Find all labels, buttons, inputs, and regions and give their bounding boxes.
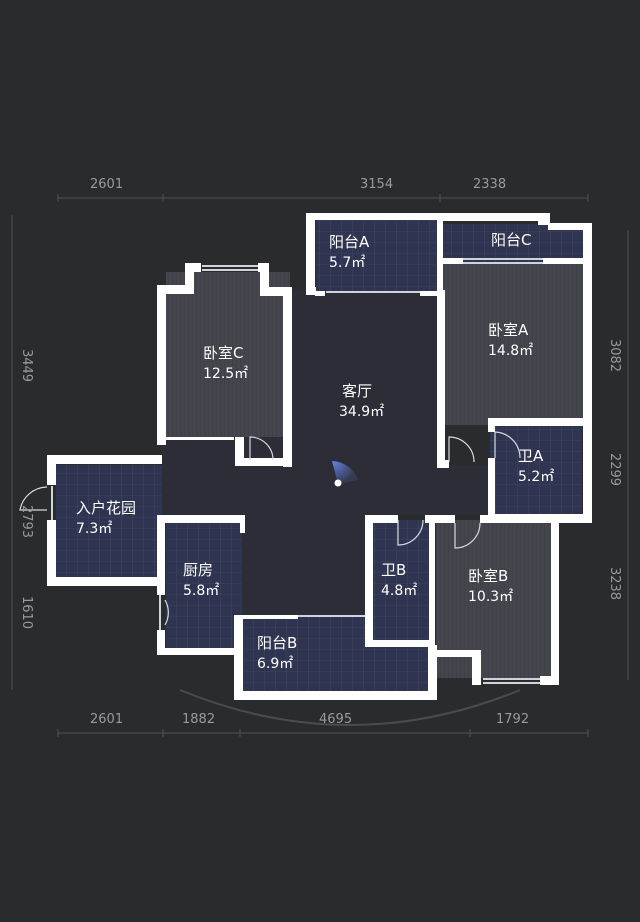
dim-left-3: 1610 [19, 595, 35, 630]
balcony-arc [179, 689, 521, 726]
dim-top-1: 2601 [90, 177, 124, 192]
balcony-a-floor [316, 220, 440, 292]
room-name: 入户花园 [76, 499, 137, 517]
room-name: 卧室A [488, 321, 529, 339]
walls [47, 213, 592, 700]
kitchen-floor [166, 520, 242, 650]
room-bedroom-a: 卧室A 14.8㎡ [488, 320, 533, 362]
garden-floor [56, 465, 162, 577]
dim-top-3: 2338 [473, 177, 507, 192]
dim-bottom-1: 2601 [90, 712, 124, 727]
room-balcony-a: 阳台A 5.7㎡ [329, 232, 369, 274]
room-area: 7.3㎡ [76, 521, 113, 537]
room-name: 卫A [518, 447, 544, 465]
room-bath-a: 卫A 5.2㎡ [518, 446, 554, 488]
dim-right-3: 3238 [607, 566, 623, 601]
room-name: 卧室C [203, 344, 244, 362]
bedroom-c-floor [166, 272, 290, 437]
room-name: 客厅 [342, 382, 373, 400]
balcony-b-floor [242, 617, 430, 691]
room-area: 14.8㎡ [488, 343, 534, 359]
room-area: 12.5㎡ [203, 366, 249, 382]
room-name: 卧室B [468, 567, 509, 585]
room-bath-b: 卫B 4.8㎡ [381, 560, 417, 602]
dim-bottom-3: 4695 [319, 712, 353, 727]
room-name: 厨房 [183, 561, 214, 579]
room-area: 5.8㎡ [183, 583, 220, 599]
windows [51, 258, 543, 684]
room-area: 10.3㎡ [468, 589, 514, 605]
room-balcony-c: 阳台C [491, 230, 531, 251]
room-area: 34.9㎡ [339, 404, 385, 420]
room-kitchen: 厨房 5.8㎡ [183, 560, 219, 602]
room-name: 阳台B [257, 634, 298, 652]
room-area: 4.8㎡ [381, 583, 418, 599]
bedroom-a-floor [443, 262, 583, 425]
room-name: 卫B [381, 561, 407, 579]
room-area: 5.7㎡ [329, 255, 366, 271]
dim-left-2: 2793 [19, 504, 35, 539]
room-name: 阳台C [491, 231, 532, 249]
living-room-floor [162, 290, 490, 615]
dim-left-1: 3449 [19, 348, 35, 383]
balcony-c-floor [443, 224, 585, 262]
door-swings [19, 431, 521, 626]
room-balcony-b: 阳台B 6.9㎡ [257, 633, 297, 675]
dim-right-2: 2299 [607, 452, 623, 487]
room-living: 客厅 34.9㎡ [339, 381, 385, 423]
dim-bottom-4: 1792 [496, 712, 530, 727]
dim-top-2: 3154 [360, 177, 394, 192]
room-name: 阳台A [329, 233, 370, 251]
bath-a-floor [490, 425, 582, 518]
dimension-lines [11, 194, 629, 737]
compass-icon [332, 461, 358, 487]
dim-bottom-2: 1882 [182, 712, 216, 727]
room-area: 6.9㎡ [257, 656, 294, 672]
dim-right-1: 3082 [607, 338, 623, 373]
room-garden: 入户花园 7.3㎡ [76, 498, 136, 540]
room-area: 5.2㎡ [518, 469, 555, 485]
room-bedroom-b: 卧室B 10.3㎡ [468, 566, 513, 608]
room-bedroom-c: 卧室C 12.5㎡ [203, 343, 248, 385]
